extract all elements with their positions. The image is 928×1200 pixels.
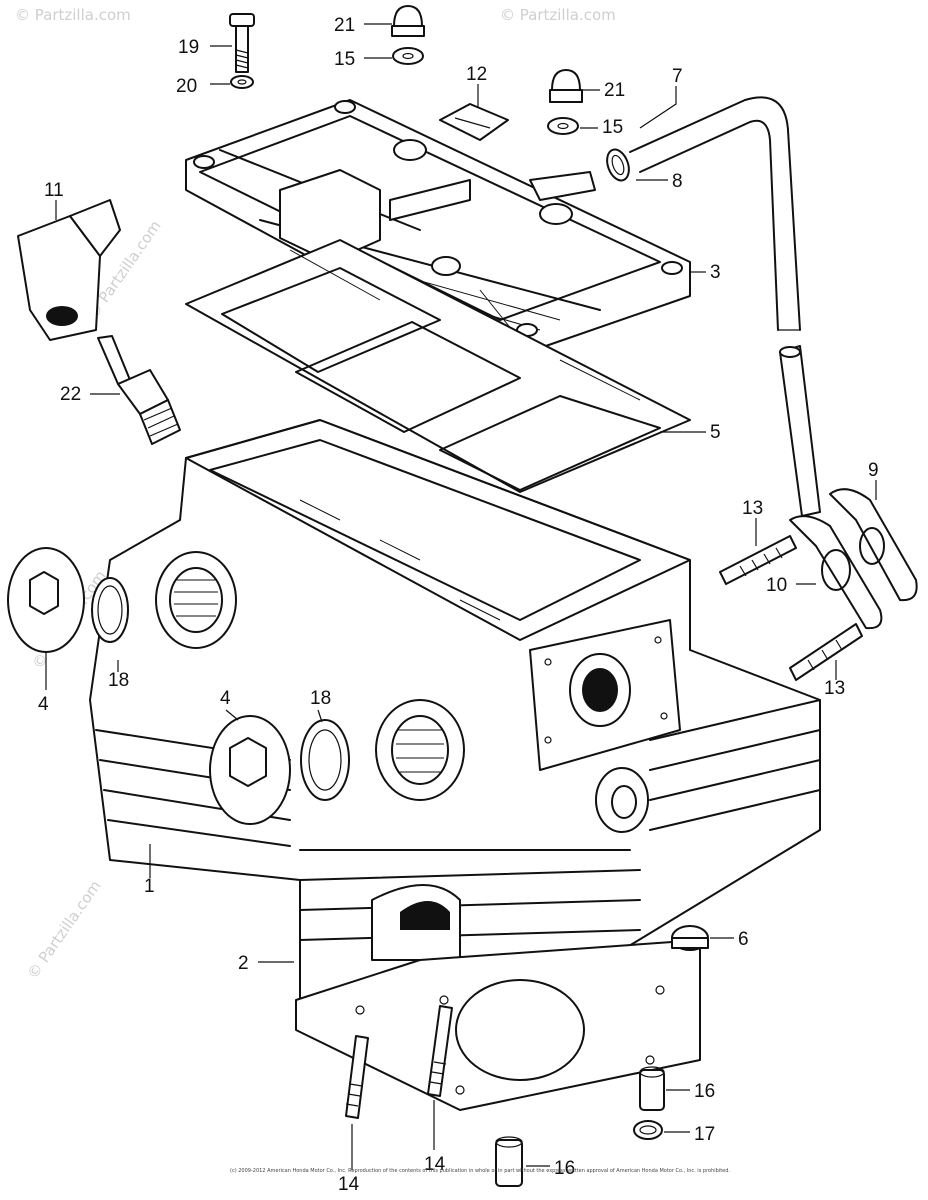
callout-13: 13 bbox=[824, 678, 845, 699]
cap-nut-21-right bbox=[549, 69, 583, 103]
callout-2: 2 bbox=[238, 953, 249, 974]
dowel-16-bottom bbox=[495, 1136, 523, 1187]
bracket-12 bbox=[439, 103, 509, 141]
watermark-text: © Partzilla.com bbox=[15, 6, 131, 24]
copyright-notice: (c) 2009-2012 American Honda Motor Co., … bbox=[230, 1168, 730, 1174]
cap-6 bbox=[671, 925, 709, 951]
tappet-cap-4-center bbox=[209, 715, 291, 825]
breather-tube-7 bbox=[629, 96, 821, 517]
callout-12: 12 bbox=[466, 64, 487, 85]
callout-9: 9 bbox=[868, 460, 879, 481]
callout-18: 18 bbox=[108, 670, 129, 691]
callout-4: 4 bbox=[220, 688, 231, 709]
callout-16: 16 bbox=[694, 1081, 715, 1102]
callout-18: 18 bbox=[310, 688, 331, 709]
callout-10: 10 bbox=[766, 575, 787, 596]
o-ring-17 bbox=[633, 1120, 663, 1140]
callout-1: 1 bbox=[144, 876, 155, 897]
stud-14-right bbox=[427, 1005, 453, 1097]
gasket-10 bbox=[789, 515, 883, 630]
spark-plug-cap-11 bbox=[17, 199, 121, 341]
watermark-text: © Partzilla.com bbox=[500, 6, 616, 24]
callout-11: 11 bbox=[44, 180, 64, 201]
cap-nut-21-top bbox=[391, 5, 425, 37]
callout-14: 14 bbox=[424, 1154, 446, 1175]
washer-20 bbox=[230, 75, 254, 89]
cylinder-head-1 bbox=[89, 419, 821, 1001]
callout-8: 8 bbox=[672, 171, 683, 192]
callout-22: 22 bbox=[60, 384, 81, 405]
callout-13: 13 bbox=[742, 498, 763, 519]
clip-8 bbox=[606, 148, 630, 182]
gasket-5 bbox=[185, 239, 691, 493]
callout-5: 5 bbox=[710, 422, 721, 443]
head-gasket-2 bbox=[295, 939, 701, 1111]
washer-15-right bbox=[547, 117, 579, 135]
o-ring-18-left bbox=[91, 577, 129, 643]
callout-labels: 19 20 21 15 12 21 15 7 8 11 3 22 5 9 13 … bbox=[38, 15, 879, 1195]
callout-6: 6 bbox=[738, 929, 749, 950]
watermark-text: © Partzilla.com bbox=[24, 877, 105, 982]
stud-13-lower bbox=[789, 623, 863, 681]
callout-21: 21 bbox=[334, 15, 355, 36]
bolt-19 bbox=[229, 13, 255, 73]
callout-17: 17 bbox=[694, 1124, 715, 1145]
dowel-16-right bbox=[639, 1066, 665, 1111]
stud-14-left bbox=[345, 1035, 369, 1119]
insulator-9 bbox=[829, 488, 918, 602]
o-ring-18-center bbox=[300, 719, 350, 801]
stud-13-upper bbox=[719, 535, 797, 585]
tappet-cap-4-left bbox=[7, 547, 85, 653]
leader-lines bbox=[45, 23, 877, 1170]
callout-14: 14 bbox=[338, 1174, 360, 1195]
callout-16: 16 bbox=[554, 1158, 575, 1179]
callout-15: 15 bbox=[602, 117, 623, 138]
callout-7: 7 bbox=[672, 66, 683, 87]
callout-4: 4 bbox=[38, 694, 49, 715]
callout-20: 20 bbox=[176, 76, 197, 97]
washer-15-top bbox=[392, 47, 424, 65]
callout-19: 19 bbox=[178, 37, 199, 58]
callout-3: 3 bbox=[710, 262, 721, 283]
spark-plug-22 bbox=[97, 335, 181, 445]
callout-21: 21 bbox=[604, 80, 625, 101]
callout-15: 15 bbox=[334, 49, 355, 70]
